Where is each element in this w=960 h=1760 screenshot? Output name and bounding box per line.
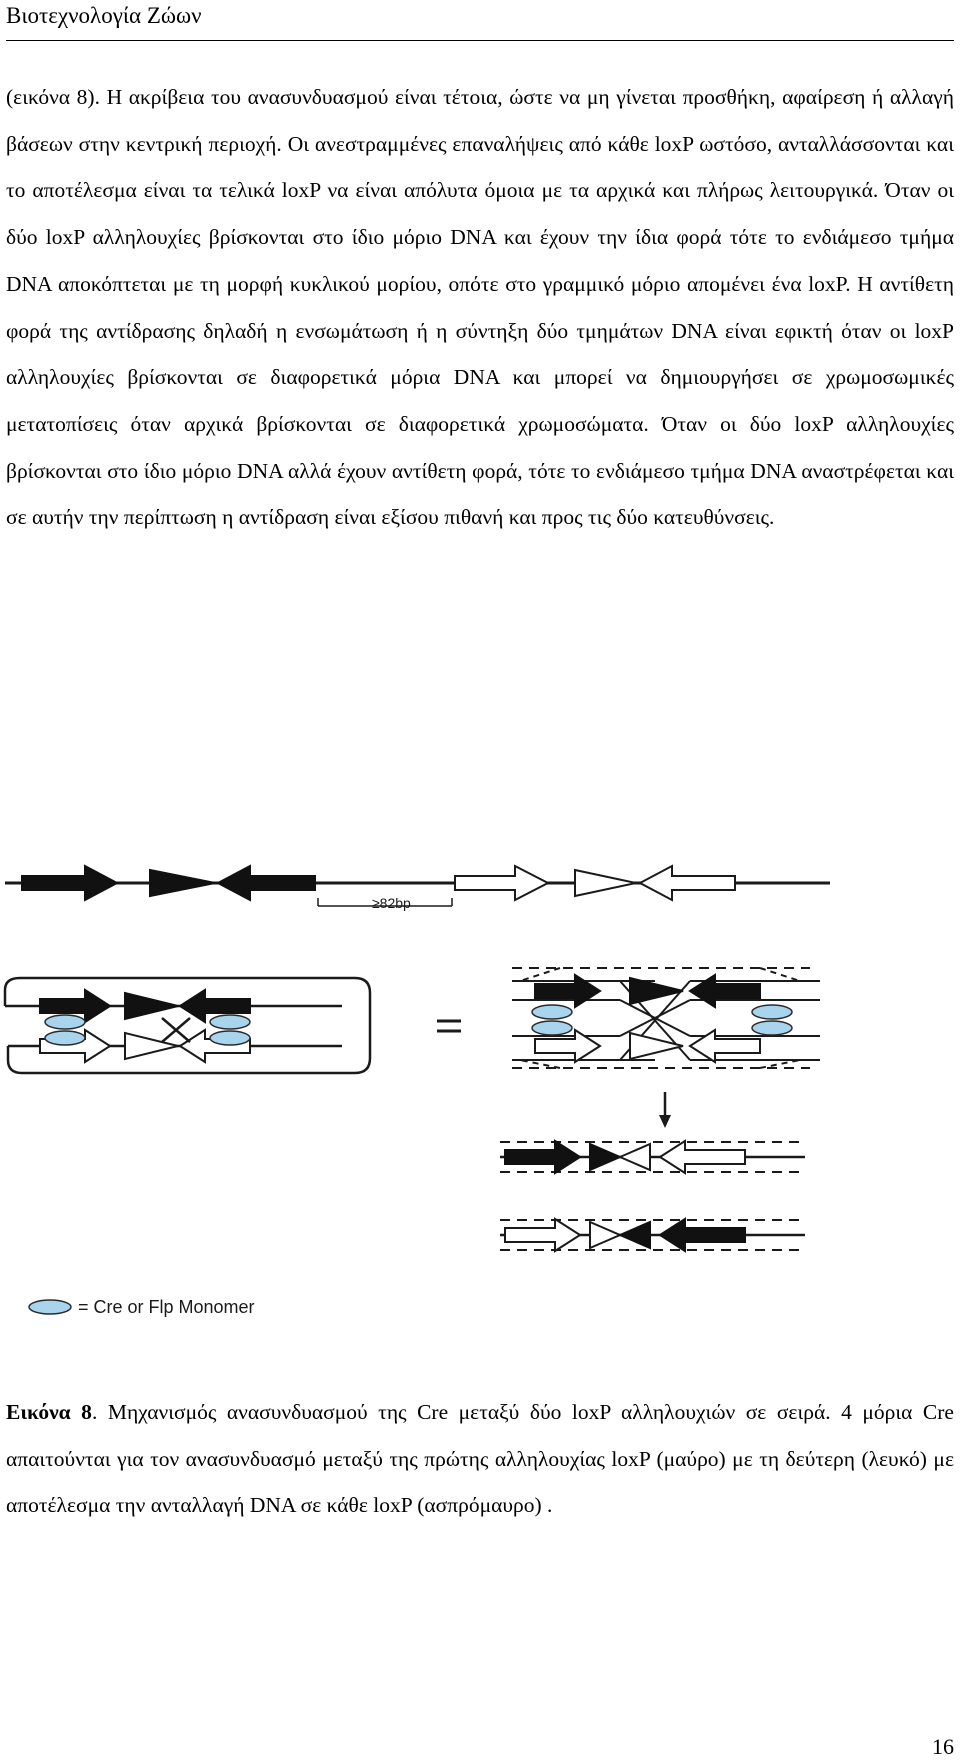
black-loxp-site <box>21 864 316 902</box>
loxp-white-arrow-icon <box>534 1028 602 1064</box>
loxp-black-triangle-icon <box>617 1220 651 1250</box>
caption-label: Εικόνα 8 <box>6 1400 92 1424</box>
loxp-white-arrow-icon <box>504 1217 582 1253</box>
body-paragraph: (εικόνα 8). Η ακρίβεια του ανασυνδυασμού… <box>6 85 954 530</box>
cre-monomer-icon <box>751 1020 793 1036</box>
cre-monomer-icon <box>209 1030 251 1046</box>
loxp-black-arrow-icon <box>504 1139 582 1175</box>
loxp-white-arrow-icon <box>178 1028 251 1064</box>
loxp-white-triangle-icon <box>574 868 637 898</box>
legend-label: = Cre or Flp Monomer <box>78 1297 255 1317</box>
loxp-black-triangle-icon <box>124 991 179 1021</box>
running-title: Βιοτεχνολογία Ζώων <box>6 3 202 28</box>
crossover-black-site <box>534 973 761 1009</box>
dna-loop <box>3 976 372 1075</box>
loxp-black-arrow-icon <box>21 864 120 902</box>
cre-monomer-icon <box>531 1020 573 1036</box>
cre-monomer-icon <box>28 1299 72 1315</box>
down-arrow-icon <box>659 1092 671 1128</box>
loxp-white-arrow-icon <box>688 1028 761 1064</box>
cre-monomer-icon <box>751 1004 793 1020</box>
loxp-black-arrow-icon <box>688 973 761 1009</box>
white-loxp-site <box>454 864 736 902</box>
loxp-black-arrow-icon <box>658 1217 746 1253</box>
loxp-black-arrow-icon <box>178 988 251 1024</box>
page-number: 16 <box>932 1734 954 1759</box>
cre-monomer-icon <box>209 1014 251 1030</box>
left-synaptic-complex <box>3 976 372 1075</box>
loxp-white-triangle-icon <box>617 1142 651 1172</box>
loxp-white-arrow-icon <box>637 864 736 902</box>
loxp-white-triangle-icon <box>629 1031 684 1061</box>
caption-text: . Μηχανισμός ανασυνδυασμού της Cre μεταξ… <box>6 1400 954 1518</box>
product-top <box>500 1139 805 1175</box>
loxp-white-triangle-icon <box>589 1220 623 1250</box>
loxp-white-arrow-icon <box>658 1139 746 1175</box>
loxp-black-arrow-icon <box>534 973 602 1009</box>
loxp-black-triangle-icon <box>149 868 216 898</box>
equals-sign-icon <box>437 1019 461 1033</box>
figure-caption: Εικόνα 8. Μηχανισμός ανασυνδυασμού της C… <box>6 1389 954 1529</box>
loxp-white-arrow-icon <box>454 864 551 902</box>
figure-diagram: ≥82bp <box>3 864 830 1317</box>
cre-monomer-icon <box>44 1030 86 1046</box>
running-header: Βιοτεχνολογία Ζώων <box>6 0 954 41</box>
product-bottom <box>500 1217 805 1253</box>
figure-8: ≥82bp <box>0 840 960 1330</box>
loxp-black-triangle-icon <box>589 1142 623 1172</box>
cre-monomer-icon <box>44 1014 86 1030</box>
loxp-black-arrow-icon <box>215 864 316 902</box>
loxp-black-triangle-icon <box>629 976 684 1006</box>
loxp-white-triangle-icon <box>124 1031 179 1061</box>
figure-legend: = Cre or Flp Monomer <box>28 1297 255 1317</box>
cre-monomer-icon <box>531 1004 573 1020</box>
loxp-black-arrow-icon <box>39 988 112 1024</box>
spacer-bracket <box>317 898 453 907</box>
cross-mark-icon <box>161 1017 191 1043</box>
spacer-label: ≥82bp <box>372 895 411 911</box>
crossover-white-site <box>534 1028 761 1064</box>
